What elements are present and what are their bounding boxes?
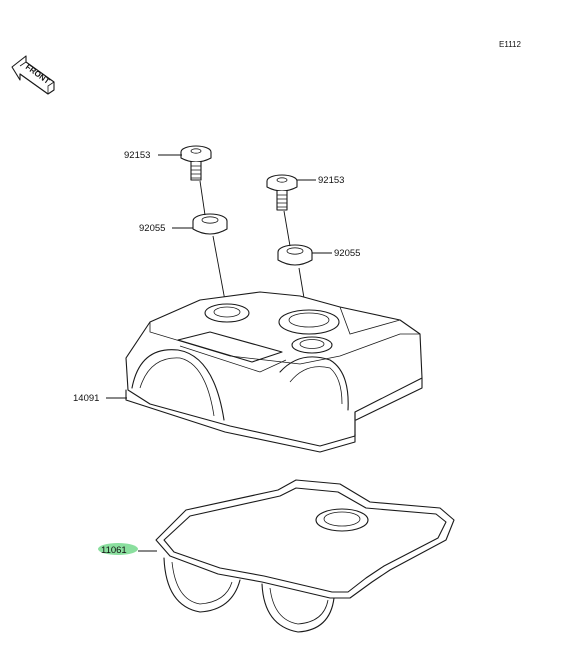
washer-92055-right[interactable] <box>277 244 313 266</box>
washer-92055-left[interactable] <box>192 213 228 235</box>
gasket-11061[interactable] <box>155 479 455 633</box>
part-highlight <box>98 543 138 555</box>
cylinder-head-cover-14091[interactable] <box>125 291 423 453</box>
bolt-92153-right[interactable] <box>266 174 298 211</box>
part-label-92153-right[interactable]: 92153 <box>318 175 344 186</box>
part-label-92153-left[interactable]: 92153 <box>124 150 150 161</box>
bolt-92153-left[interactable] <box>180 145 212 181</box>
part-label-92055-left[interactable]: 92055 <box>139 223 165 234</box>
part-label-92055-right[interactable]: 92055 <box>334 248 360 259</box>
part-label-11061[interactable]: 11061 <box>101 545 127 556</box>
front-arrow-icon: FRONT <box>11 55 55 95</box>
diagram-code: E1112 <box>499 40 521 49</box>
part-label-14091[interactable]: 14091 <box>73 393 99 404</box>
